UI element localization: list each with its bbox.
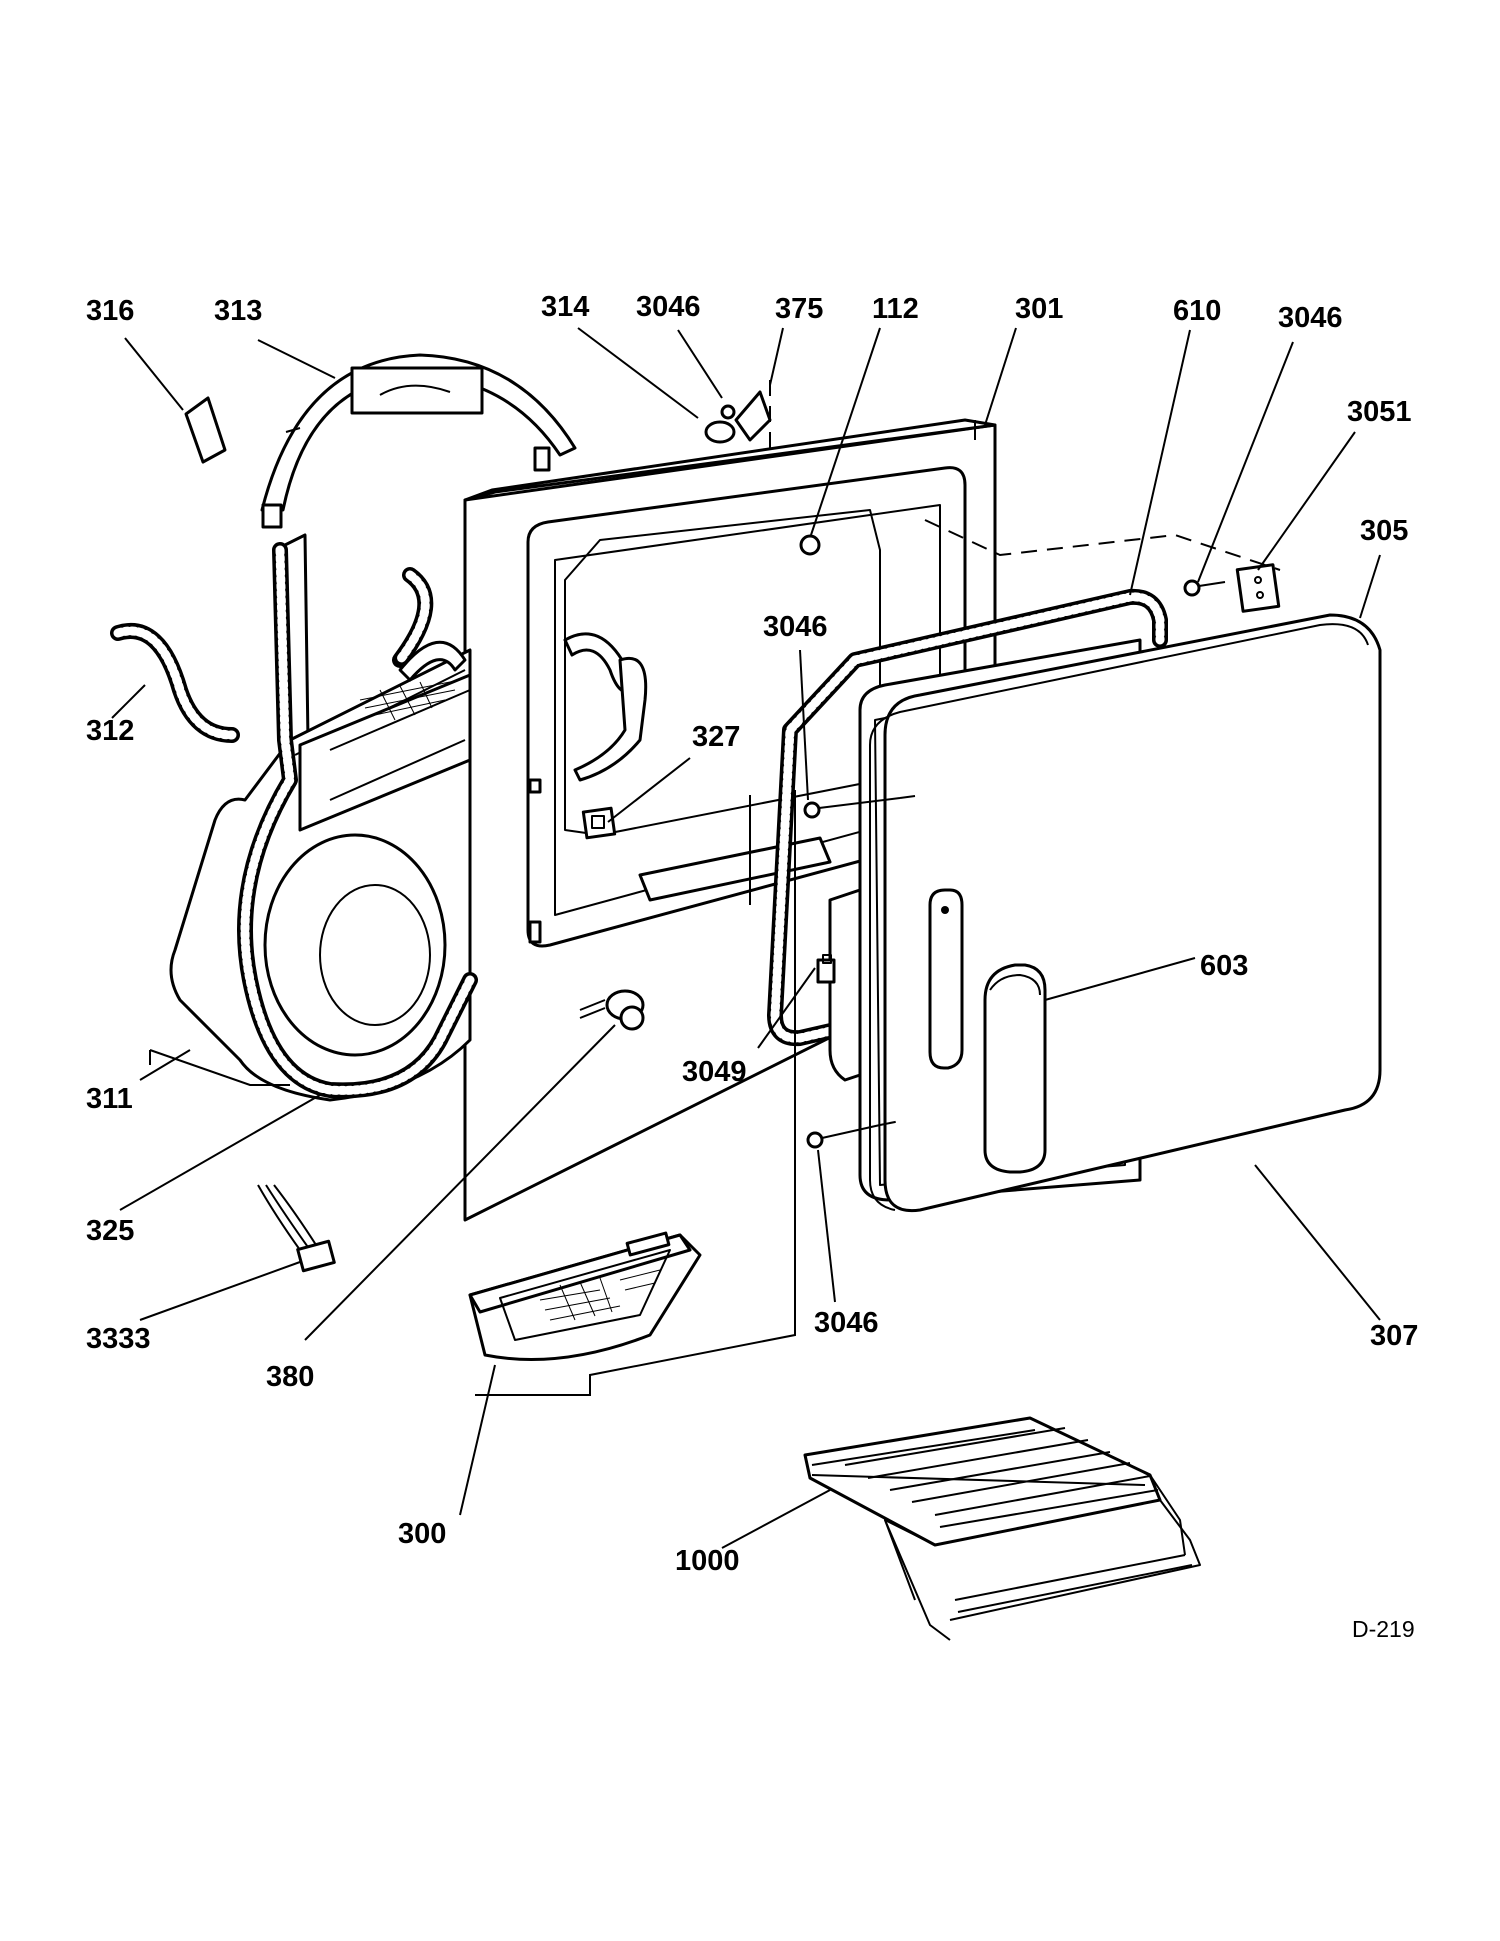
callout-3333: 3333 xyxy=(86,1323,151,1355)
part-300-lint-filter xyxy=(468,1231,702,1361)
callout-3046-d: 3046 xyxy=(814,1307,879,1339)
callout-300: 300 xyxy=(398,1518,446,1550)
part-325-gasket xyxy=(237,542,478,1099)
callout-3046-a: 3046 xyxy=(636,291,701,323)
part-3051-hinge xyxy=(1235,563,1281,613)
callout-313: 313 xyxy=(214,295,262,327)
part-312-seal xyxy=(110,623,240,743)
part-3049-door-strike xyxy=(816,954,836,984)
part-327-door-switch xyxy=(581,806,617,840)
callout-307: 307 xyxy=(1370,1320,1418,1352)
part-3046-screw-lower xyxy=(806,1119,906,1149)
hinge-dash-line xyxy=(924,519,1281,571)
part-1000-drying-rack xyxy=(803,1416,1201,1641)
part-305-outer-door xyxy=(869,613,1382,1213)
callout-305: 305 xyxy=(1360,515,1408,547)
callout-327: 327 xyxy=(692,721,740,753)
part-3333-harness xyxy=(257,1184,336,1273)
callout-311: 311 xyxy=(86,1083,133,1115)
callout-312: 312 xyxy=(86,715,134,747)
part-314-375-hinge-parts xyxy=(704,380,772,470)
part-3046-screw-top xyxy=(1183,579,1226,597)
callout-325: 325 xyxy=(86,1215,134,1247)
part-3046-screw-upper xyxy=(803,795,916,819)
callout-3046-b: 3046 xyxy=(1278,302,1343,334)
callout-316: 316 xyxy=(86,295,134,327)
callout-380: 380 xyxy=(266,1361,314,1393)
callout-314: 314 xyxy=(541,291,589,323)
callout-301: 301 xyxy=(1015,293,1063,325)
callout-375: 375 xyxy=(775,293,823,325)
part-316-pad xyxy=(184,396,227,464)
callout-603: 603 xyxy=(1200,950,1248,982)
callout-610: 610 xyxy=(1173,295,1221,327)
diagram-code: D-219 xyxy=(1352,1616,1415,1642)
callout-3051: 3051 xyxy=(1347,396,1412,428)
callout-3049: 3049 xyxy=(682,1056,747,1088)
part-610-door-gasket xyxy=(767,588,1168,1047)
part-313-bearing-arc xyxy=(260,353,577,529)
callout-1000: 1000 xyxy=(675,1545,740,1577)
callout-3046-c: 3046 xyxy=(763,611,828,643)
callout-112: 112 xyxy=(872,293,919,325)
part-380-lamp xyxy=(579,989,645,1031)
leader-lines xyxy=(111,327,1381,1549)
callout-labels: 316 313 314 3046 375 112 301 610 3046 30… xyxy=(86,291,1418,1642)
